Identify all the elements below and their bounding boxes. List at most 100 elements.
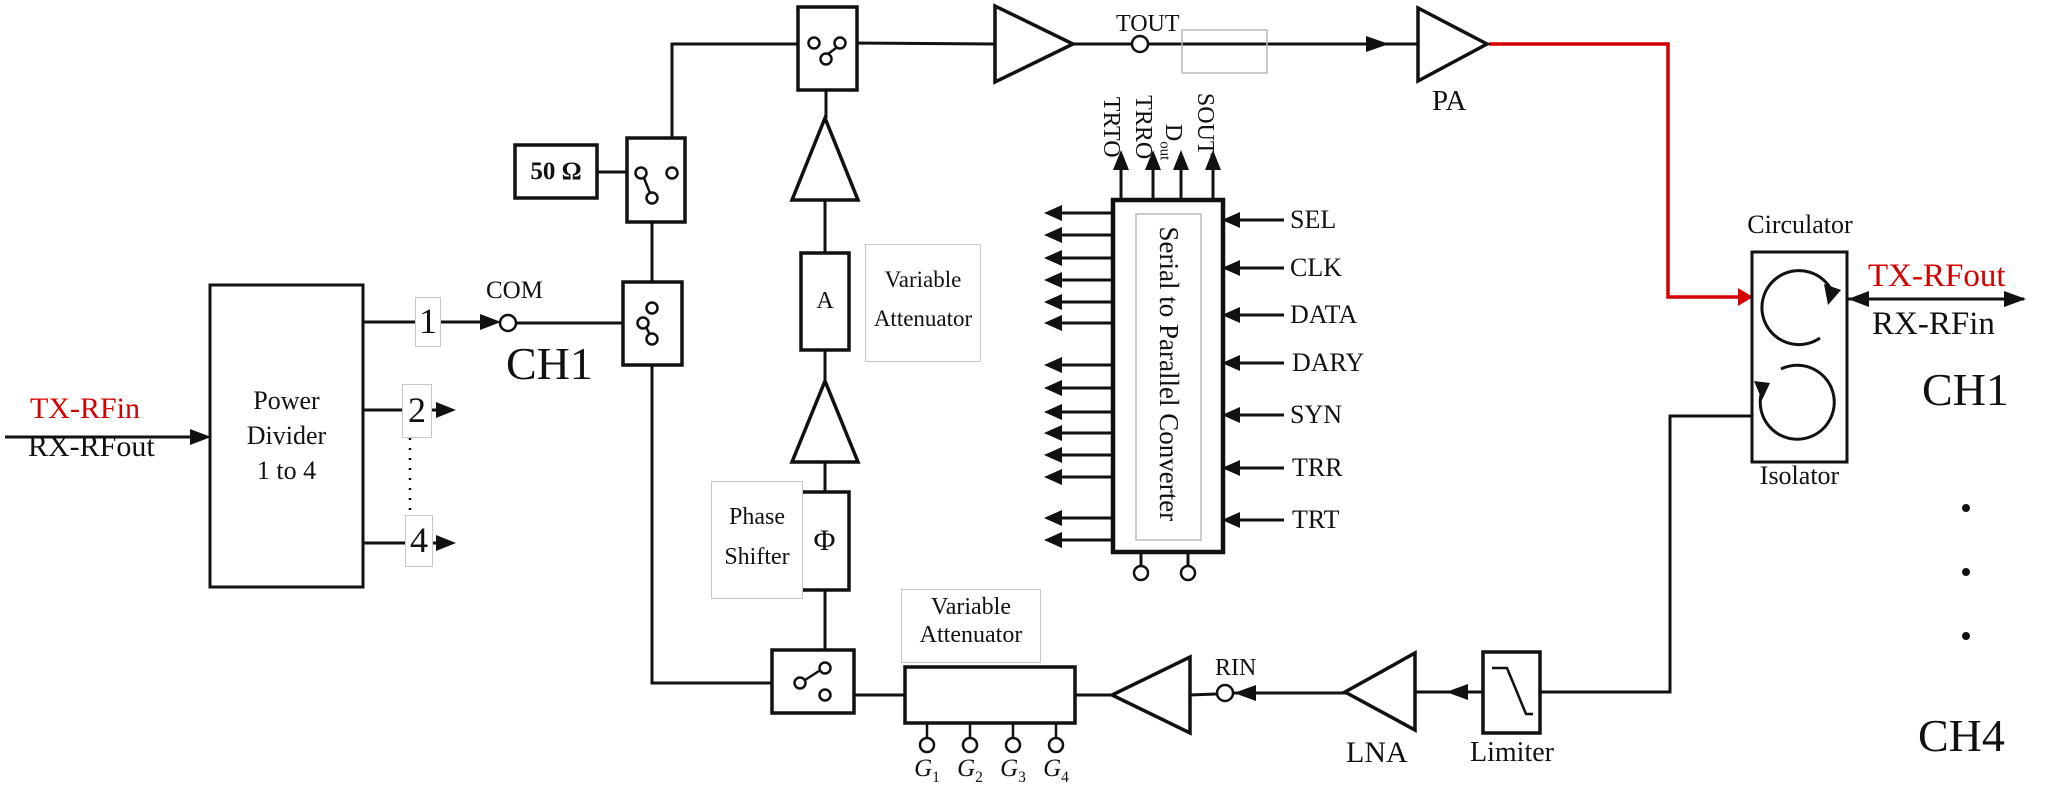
arrow-out4 (436, 535, 456, 551)
lna-label: LNA (1346, 736, 1408, 769)
clk-pin-label: CLK (1290, 253, 1342, 282)
arrow-antenna-right (2004, 291, 2026, 307)
load-50ohm-label: 50 Ω (530, 158, 582, 185)
s2p-top-arrows (1113, 150, 1221, 200)
rx-att-label-line1: Variable (931, 594, 1011, 620)
phase-shifter-box (798, 490, 851, 592)
tx-rfin-label: TX-RFin (30, 392, 141, 425)
s2p-left-arrows (1044, 205, 1113, 548)
g3-sub: 3 (1018, 769, 1026, 786)
tx-attenuator-symbol: A (816, 288, 834, 314)
phase-shifter-label: Phase Shifter (711, 481, 803, 599)
syn-pin-label: SYN (1290, 400, 1343, 429)
gain-pin4-label: G4 (1034, 755, 1078, 786)
rx-rfin-label: RX-RFin (1872, 306, 1995, 342)
wire-amp-to-rin (1189, 692, 1217, 697)
g2-sub: 2 (975, 769, 983, 786)
rin-node (1215, 683, 1235, 703)
arrow-out2 (436, 402, 456, 418)
phase-shifter-symbol: Φ (813, 524, 836, 557)
isolator-arrow-icon (1758, 363, 1836, 441)
tout-node (1130, 34, 1150, 54)
gain-pin3-label: G3 (991, 755, 1035, 786)
g3-base: G (1000, 755, 1019, 782)
tout-ghost-box (1181, 29, 1268, 74)
switch-tx (796, 5, 859, 92)
g2-base: G (957, 755, 976, 782)
sout-pin-label: SOUT (1192, 92, 1219, 156)
switch-rx (770, 648, 856, 715)
s2p-right-arrows (1222, 212, 1284, 528)
rx-att-label-line2: Attenuator (919, 622, 1023, 649)
switch-ch1 (621, 280, 684, 367)
isolator-label: Isolator (1759, 461, 1840, 490)
g4-sub: 4 (1061, 769, 1069, 786)
ch1-right-label: CH1 (1922, 364, 2009, 415)
rx-rfout-label: RX-RFout (28, 430, 155, 463)
dout-pin-label: Dout (1156, 112, 1186, 172)
s2p-title: Serial to Parallel Converter (1153, 226, 1184, 522)
limiter-label: Limiter (1470, 737, 1554, 768)
rx-attenuator (903, 665, 1077, 754)
s2p-converter (1110, 197, 1226, 582)
wire-to-top-switch (670, 42, 807, 166)
power-divider-line3: 1 to 4 (256, 456, 317, 486)
circulator-label: Circulator (1747, 210, 1853, 239)
power-divider-label: Power Divider 1 to 4 (210, 383, 363, 488)
output1-label: 1 (415, 297, 441, 347)
tx-att-label-line1: Variable (884, 267, 962, 292)
rx-attenuator-label: Variable Attenuator (901, 589, 1041, 663)
trro-pin-label: TRRO (1130, 95, 1157, 160)
phase-label-line2: Shifter (724, 544, 790, 571)
gain-pin2-label: G2 (948, 755, 992, 786)
g1-base: G (914, 755, 933, 782)
switch-load (625, 136, 687, 224)
tx-amp1-icon (789, 113, 861, 202)
lna-amp-icon (1341, 650, 1417, 733)
dout-base: D (1160, 123, 1187, 142)
sel-pin-label: SEL (1290, 205, 1337, 234)
arrow-to-pa (1366, 36, 1389, 52)
channel-ellipsis (1962, 504, 1970, 640)
tx-att-label-line2: Attenuator (873, 306, 973, 332)
port-nodes (498, 34, 1235, 703)
trr-pin-label: TRR (1292, 453, 1343, 482)
tx-rfout-label: TX-RFout (1868, 258, 2006, 294)
power-divider-line1: Power (253, 386, 320, 415)
tx-attenuator-label: Variable Attenuator (865, 244, 981, 362)
driver-amp-icon (993, 3, 1077, 85)
ch4-label: CH4 (1918, 710, 2005, 761)
arrow-out1 (480, 314, 501, 330)
tout-label: TOUT (1116, 11, 1180, 37)
trto-pin-label: TRTO (1098, 96, 1125, 158)
ch1-left-label: CH1 (506, 338, 593, 389)
red-tx-path (1489, 42, 1753, 306)
pa-amp-icon (1416, 5, 1491, 84)
tx-attenuator-box (799, 251, 851, 352)
rin-label: RIN (1215, 655, 1257, 681)
load-50ohm-box (513, 143, 599, 200)
trt-pin-label: TRT (1292, 505, 1340, 534)
com-node (498, 313, 518, 333)
arrowheads (190, 36, 2026, 701)
pa-label: PA (1432, 85, 1467, 117)
rx-amp-icon (1108, 654, 1192, 736)
output2-label: 2 (402, 384, 432, 438)
arrow-into-divider (190, 429, 211, 445)
power-divider-box (208, 283, 365, 589)
circulator-isolator (1750, 250, 1849, 464)
wire-switch-to-driver (846, 41, 996, 46)
circulator-arrow-icon (1760, 269, 1834, 347)
wire-rx-branch (650, 344, 794, 685)
power-divider-line2: Divider (246, 421, 327, 451)
tx-amp2-icon (789, 376, 861, 464)
arrow-limiter-to-lna (1446, 684, 1468, 700)
limiter-symbol (1481, 650, 1542, 735)
dary-pin-label: DARY (1292, 348, 1365, 377)
com-label: COM (486, 277, 543, 304)
phase-label-line1: Phase (729, 504, 785, 530)
g1-sub: 1 (932, 769, 940, 786)
g4-base: G (1043, 755, 1062, 782)
